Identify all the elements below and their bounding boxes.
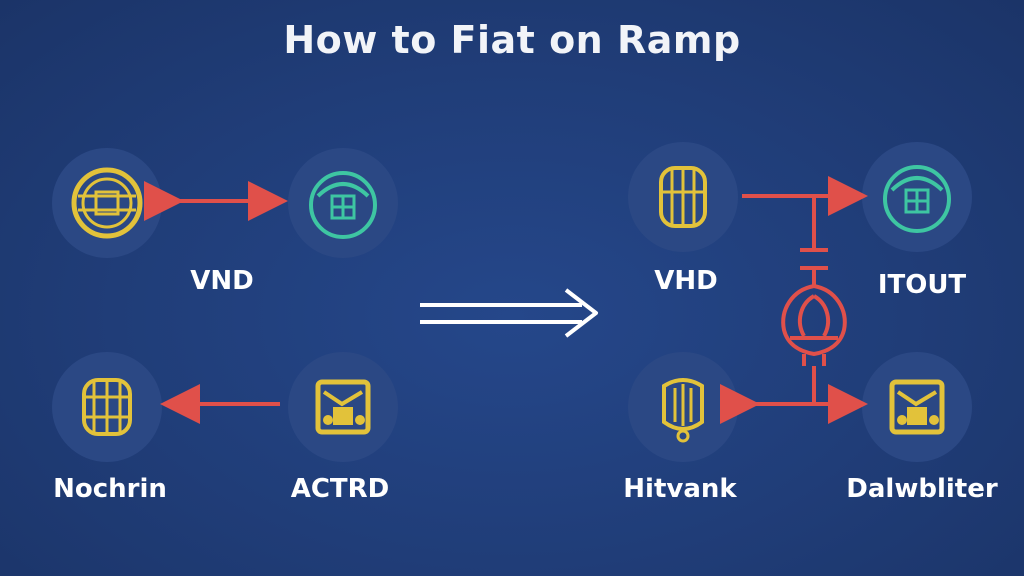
itout-coin-node: [862, 142, 972, 252]
actrd-coin-node: [288, 352, 398, 462]
transition-arrow-icon: [420, 288, 598, 338]
bank-coin-icon: [662, 378, 704, 443]
label-actrd: ACTRD: [290, 474, 390, 504]
vnd-coin-icon: [71, 167, 143, 239]
ornate-coin-icon: [889, 379, 945, 435]
green-coin-node-left: [288, 148, 398, 258]
green-coin-icon: [883, 165, 951, 233]
label-dalwbliter: Dalwbliter: [846, 474, 998, 504]
label-hitvank: Hitvank: [623, 474, 737, 504]
coin-stack-icon: [659, 166, 707, 228]
coin-stack-icon: [82, 378, 132, 436]
label-itout: IТOUT: [877, 270, 967, 300]
vnd-coin-node: [52, 148, 162, 258]
label-vhd: VHD: [654, 266, 718, 296]
ornate-coin-icon: [315, 379, 371, 435]
green-coin-icon: [309, 171, 377, 239]
label-nochrin: Nochrin: [53, 474, 167, 504]
hitvank-coin-node: [628, 352, 738, 462]
vhd-coin-node: [628, 142, 738, 252]
nochrin-coin-node: [52, 352, 162, 462]
junction-connector: [781, 196, 847, 404]
page-title: How to Fiat on Ramp: [283, 18, 741, 62]
dalwbliter-coin-node: [862, 352, 972, 462]
label-vnd: VND: [190, 266, 254, 296]
